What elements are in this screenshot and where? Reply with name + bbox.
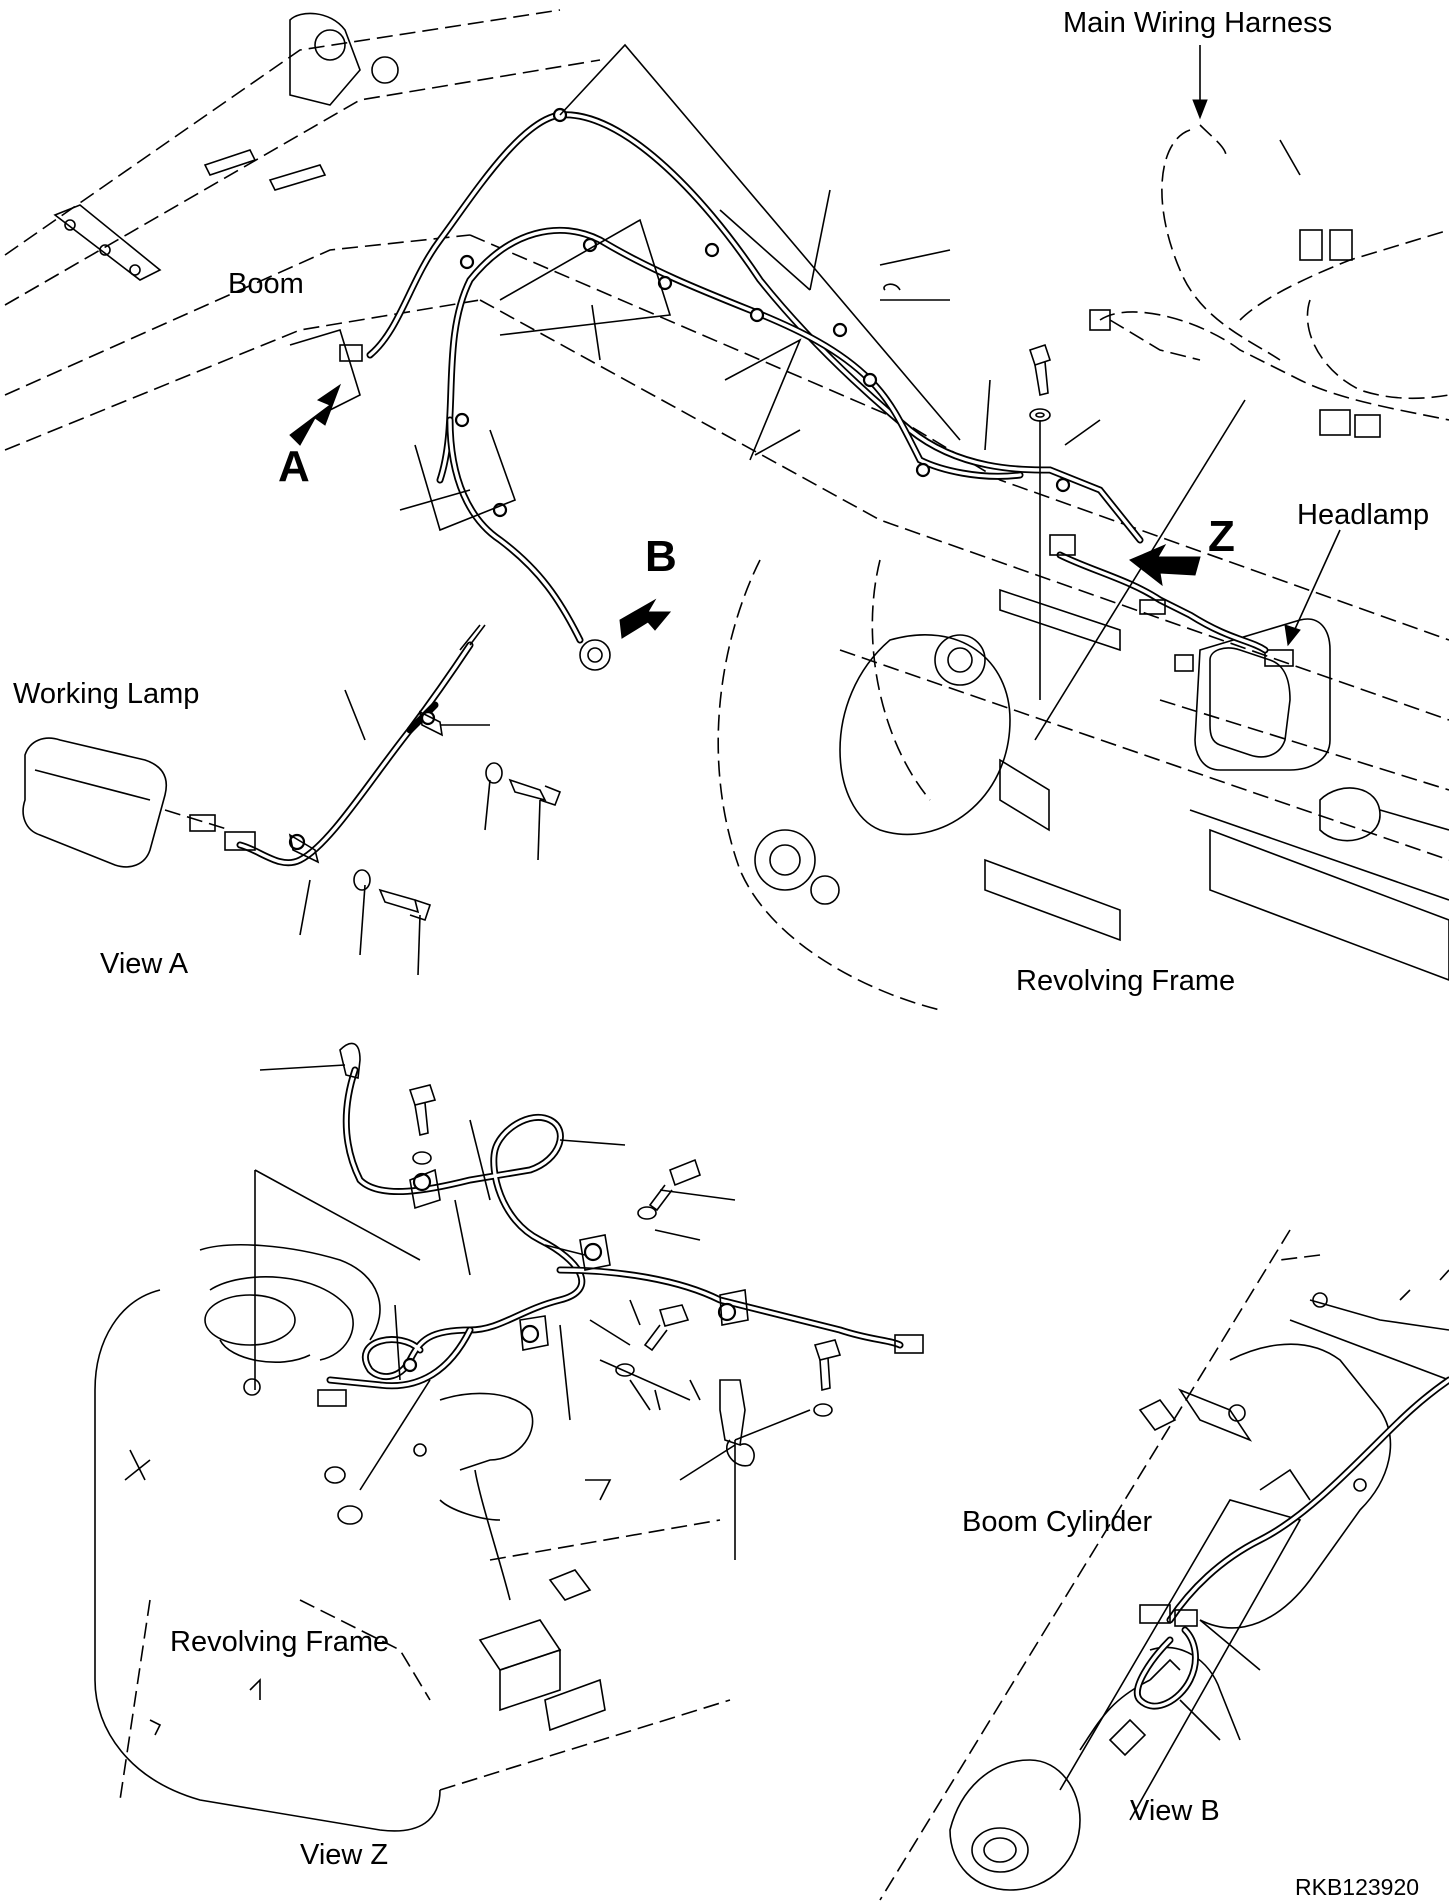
leader-lines-top [399,43,1301,741]
boom-label: Boom [228,268,304,300]
main-wiring-harness-drawing [1089,124,1449,438]
revolving-frame-top-label: Revolving Frame [1016,965,1236,997]
boom-outline [4,9,601,451]
view-b-drawing [879,1229,1449,1901]
headlamp-drawing [1174,618,1331,771]
view-marker-b: B [645,532,677,581]
view-marker-z: Z [1208,512,1235,561]
main-wiring-harness-label: Main Wiring Harness [1063,7,1333,39]
view-a-drawing [22,624,562,976]
bolt-and-washer-top [1028,343,1052,700]
view-z-label: View Z [300,1839,389,1871]
label-arrows-top [1192,45,1341,647]
revolving-frame-bottom-label: Revolving Frame [170,1626,390,1658]
headlamp-label: Headlamp [1297,499,1430,531]
view-b-label: View B [1130,1795,1220,1827]
view-a-label: View A [100,948,189,980]
revolving-frame-top-outline [469,234,1449,1011]
view-z-drawing [94,1042,924,1832]
boom-harness-wire [339,107,1269,671]
drawing-code-label: RKB123920 [1295,1874,1420,1900]
view-arrows [289,383,1201,639]
view-marker-a: A [278,442,310,491]
boom-cylinder-label: Boom Cylinder [962,1506,1153,1538]
working-lamp-label: Working Lamp [13,678,200,710]
